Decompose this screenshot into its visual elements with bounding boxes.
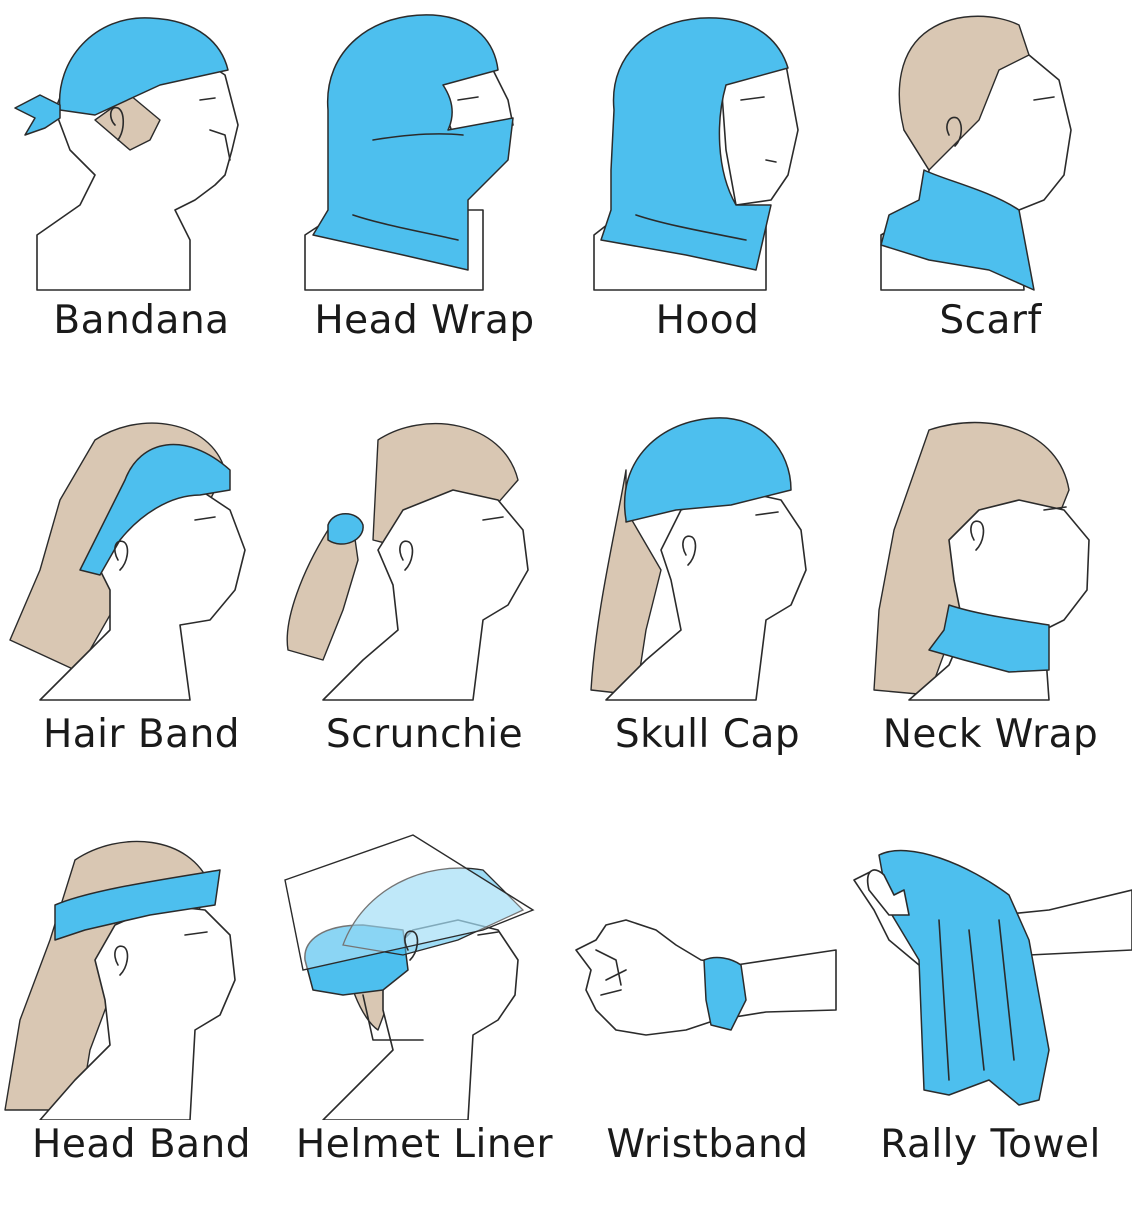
cell-bandana: Bandana [0, 0, 283, 390]
label: Hair Band [42, 712, 241, 757]
cell-neck-wrap: Neck Wrap [849, 410, 1132, 800]
label: Scarf [939, 298, 1042, 343]
label: Rally Towel [880, 1122, 1101, 1167]
skull-cap-illustration [590, 417, 807, 701]
wristband-illustration [575, 919, 837, 1036]
label: Wristband [606, 1122, 809, 1167]
label: Hood [655, 298, 760, 343]
neck-wrap-illustration [873, 421, 1090, 701]
label: Scrunchie [325, 712, 524, 757]
label: Bandana [53, 298, 230, 343]
cell-scarf: Scarf [849, 0, 1132, 390]
label: Head Wrap [314, 298, 535, 343]
rally-towel-illustration [853, 849, 1132, 1106]
label: Helmet Liner [295, 1122, 554, 1167]
label: Skull Cap [614, 712, 801, 757]
cell-wristband: Wristband [566, 820, 849, 1210]
bandana-illustration [14, 17, 239, 291]
cell-helmet-liner: Helmet Liner [283, 820, 566, 1210]
cell-head-band: Head Band [0, 820, 283, 1210]
head-wrap-illustration [304, 14, 514, 291]
usage-grid: Bandana Head Wrap Hood [0, 0, 1132, 1167]
label: Head Band [32, 1122, 251, 1167]
cell-scrunchie: Scrunchie [283, 410, 566, 800]
cell-rally-towel: Rally Towel [849, 820, 1132, 1210]
scrunchie-illustration [286, 423, 529, 701]
cell-skull-cap: Skull Cap [566, 410, 849, 800]
label: Neck Wrap [882, 712, 1099, 757]
cell-hair-band: Hair Band [0, 410, 283, 800]
cell-head-wrap: Head Wrap [283, 0, 566, 390]
head-band-illustration [4, 840, 236, 1120]
cell-hood: Hood [566, 0, 849, 390]
hood-illustration [593, 17, 799, 291]
hair-band-illustration [9, 422, 246, 701]
scarf-illustration [880, 15, 1072, 291]
helmet-liner-illustration [284, 834, 535, 1120]
